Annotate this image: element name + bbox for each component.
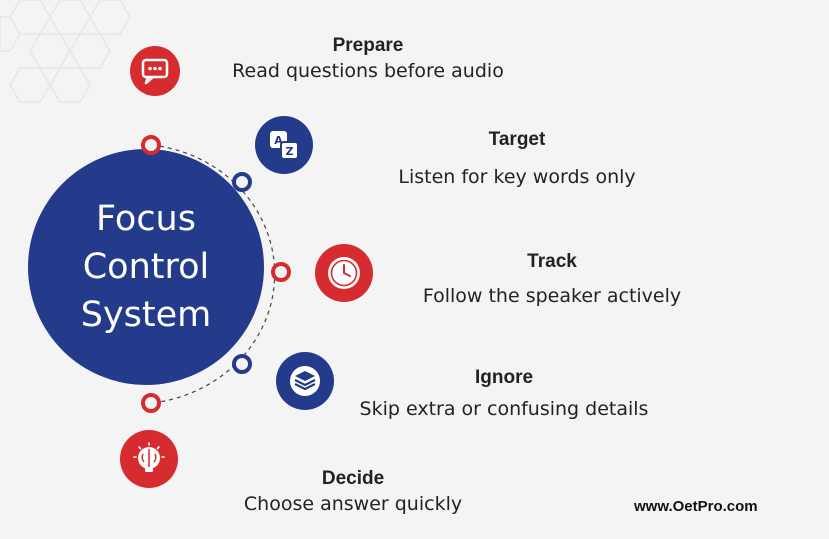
step-title: Ignore bbox=[474, 367, 534, 388]
step-decide: Decide Choose answer quickly bbox=[233, 467, 473, 517]
center-title-line-1: Focus bbox=[96, 199, 196, 239]
step-ignore: Ignore Skip extra or confusing details bbox=[348, 366, 660, 422]
step-description: Read questions before audio bbox=[232, 60, 504, 82]
arc-node-2 bbox=[232, 172, 252, 192]
center-title-line-2: Control bbox=[82, 247, 210, 287]
step-prepare: Prepare Read questions before audio bbox=[222, 34, 514, 84]
center-title-line-3: System bbox=[80, 295, 212, 335]
center-circle: Focus Control System bbox=[28, 149, 264, 385]
step-description: Listen for key words only bbox=[398, 166, 636, 188]
chat-bubble-icon bbox=[130, 46, 180, 96]
hexagon-pattern bbox=[0, 0, 131, 103]
step-track: Track Follow the speaker actively bbox=[410, 250, 694, 309]
step-description: Skip extra or confusing details bbox=[359, 398, 649, 420]
brain-bulb-icon bbox=[120, 430, 178, 488]
step-title: Target bbox=[488, 129, 546, 150]
svg-text:Z: Z bbox=[286, 145, 294, 158]
arc-node-5 bbox=[141, 393, 161, 413]
arc-node-3 bbox=[271, 262, 291, 282]
clock-icon bbox=[315, 244, 373, 302]
footer-website: www.OetPro.com bbox=[634, 498, 758, 515]
arc-node-4 bbox=[232, 354, 252, 374]
arc-node-1 bbox=[141, 135, 161, 155]
step-target: Target Listen for key words only bbox=[386, 128, 648, 190]
layers-icon bbox=[276, 352, 334, 410]
step-title: Prepare bbox=[332, 35, 404, 56]
translate-icon: A Z bbox=[255, 116, 313, 174]
step-title: Track bbox=[527, 251, 577, 272]
step-description: Choose answer quickly bbox=[243, 493, 463, 515]
step-title: Decide bbox=[321, 468, 385, 489]
step-description: Follow the speaker actively bbox=[422, 285, 682, 307]
svg-text:A: A bbox=[274, 134, 283, 147]
